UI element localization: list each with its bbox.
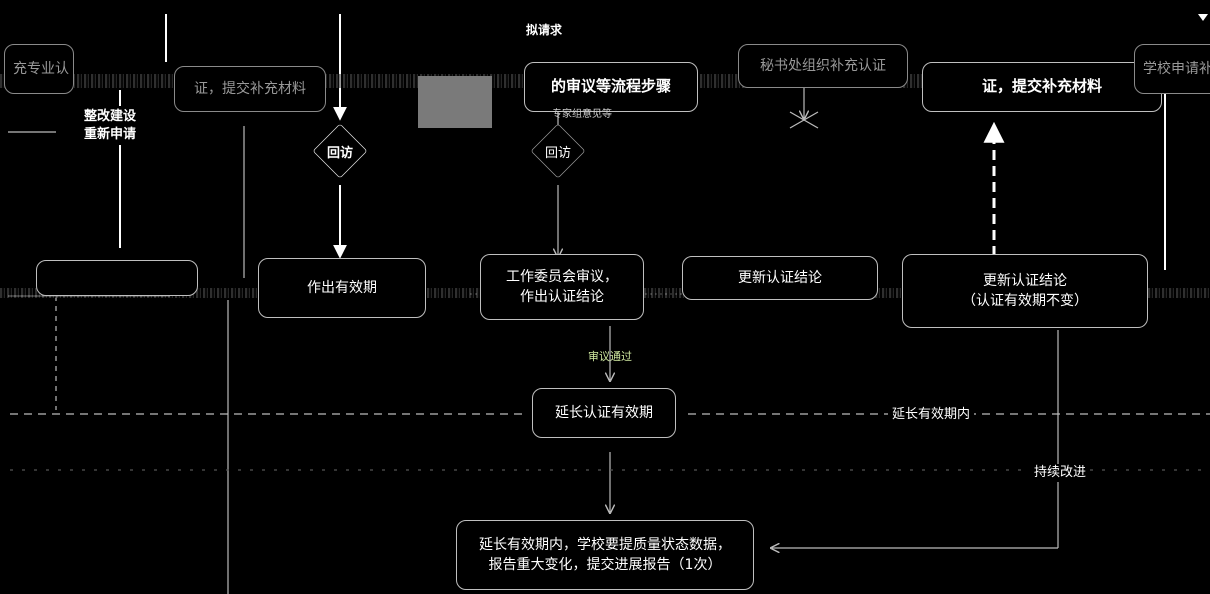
top-center-box-1-sub: 专家组意见等 xyxy=(552,109,612,120)
revisit-decision-1-label: 回访 xyxy=(326,145,353,161)
final-requirements-box: 延长有效期内，学校要提质量状态数据， 报告重大变化，提交进展报告（1次） xyxy=(456,520,754,590)
approve-label: 审议通过 xyxy=(588,350,632,363)
revisit-decision-1: 回访 xyxy=(312,123,368,179)
extend-within-label: 延长有效期内 xyxy=(888,406,975,424)
revisit-decision-2: 回访 xyxy=(530,123,586,179)
mid-box-2: 工作委员会审议， 作出认证结论 xyxy=(480,254,644,320)
top-left-box-1: 充专业认 xyxy=(4,44,74,94)
top-left-box-2: 证，提交补充材料 xyxy=(174,66,326,112)
corner-arrow-icon xyxy=(1198,14,1208,21)
rectify-label: 整改建设 重新申请 xyxy=(80,106,141,146)
top-caption: 拟请求 xyxy=(526,23,563,37)
mid-box-3: 更新认证结论 xyxy=(682,256,878,300)
grey-block xyxy=(418,76,492,128)
continue-improve-label: 持续改进 xyxy=(1030,464,1091,482)
top-center-box-1: 的审议等流程步骤 xyxy=(524,62,698,112)
mid-box-1: 作出有效期 xyxy=(258,258,426,318)
mid-box-4: 更新认证结论 （认证有效期不变） xyxy=(902,254,1148,328)
top-right-box-1: 证，提交补充材料 xyxy=(922,62,1162,112)
revisit-decision-2-label: 回访 xyxy=(544,145,571,161)
extend-validity-box: 延长认证有效期 xyxy=(532,388,676,438)
top-right-box-2: 学校申请补 xyxy=(1134,44,1210,94)
top-center-box-2: 秘书处组织补充认证 xyxy=(738,44,908,88)
mid-left-box-empty xyxy=(36,260,198,296)
